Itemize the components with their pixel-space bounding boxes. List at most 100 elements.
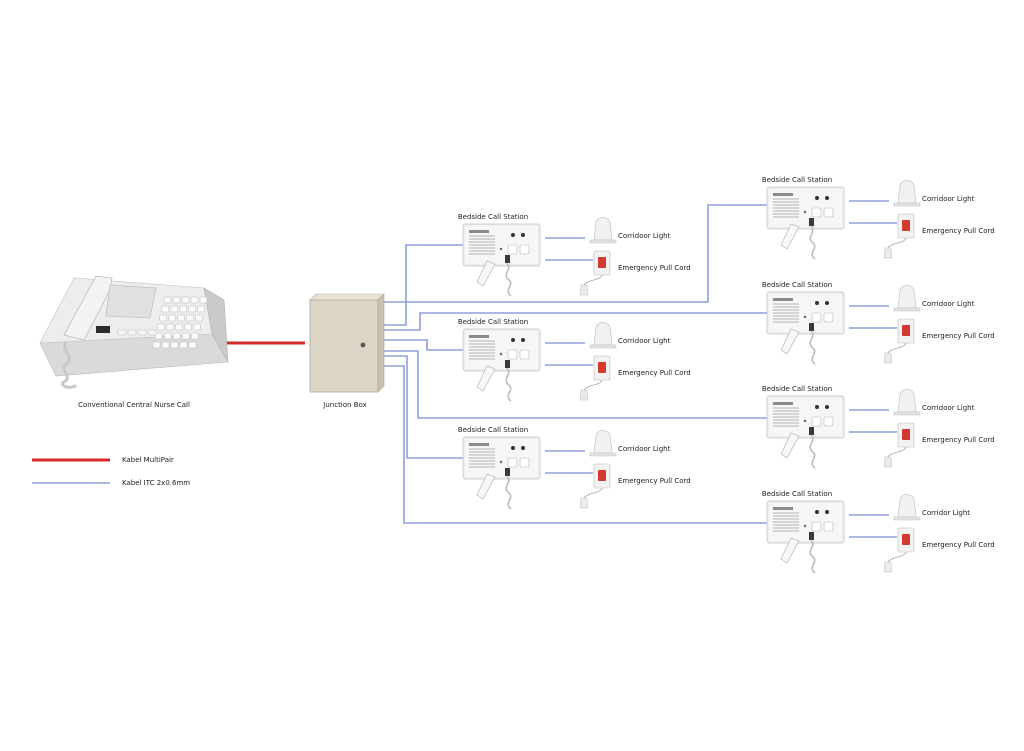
emergency-pull-cord-label: Emergency Pull Cord (618, 369, 691, 377)
corridor-light-label: Corridoor Light (922, 300, 975, 308)
station-led-icon (499, 352, 503, 356)
station-indicator-icon (815, 301, 819, 305)
corridor-light-label: Corridor Light (922, 509, 971, 517)
pull-cord-handle (579, 389, 589, 401)
junction-box-door (309, 299, 379, 393)
legend-label-itc: Kabel ITC 2x0.6mm (122, 479, 191, 487)
station-led-icon (803, 315, 807, 319)
bedside-call-station-group (766, 494, 921, 574)
station-call-button (507, 349, 518, 360)
station-coiled-cord (809, 225, 816, 260)
console-side (203, 287, 229, 363)
station-plug (809, 218, 814, 226)
console-key (181, 296, 190, 304)
corridor-light-base (893, 516, 921, 521)
bedside-station-title: Bedside Call Station (457, 426, 529, 434)
bedside-call-station-group (766, 389, 921, 469)
junction-box-label: Junction Box (323, 401, 367, 409)
station-layer (462, 180, 921, 574)
station-brand-strip (773, 193, 793, 196)
junction-box-side (377, 293, 385, 393)
station-indicator-icon (511, 338, 515, 342)
corridor-light-icon (593, 217, 613, 241)
console-key (163, 332, 172, 340)
bedside-call-station-group (766, 180, 921, 260)
corridor-light-base (589, 239, 617, 244)
central-label: Conventional Central Nurse Call (78, 401, 190, 409)
bedside-call-station-group (462, 430, 617, 510)
station-coiled-cord (505, 367, 512, 402)
console-key (170, 341, 179, 349)
emergency-pull-cord-label: Emergency Pull Cord (922, 227, 995, 235)
itc-cable (384, 204, 767, 303)
console-key (161, 305, 170, 313)
corridor-light-label: Corridoor Light (922, 404, 975, 412)
console-key (175, 323, 183, 331)
bedside-station-face (769, 398, 842, 436)
station-indicator-icon (825, 510, 829, 514)
station-coiled-cord (809, 539, 816, 574)
station-indicator-icon (815, 405, 819, 409)
station-brand-strip (469, 230, 489, 233)
console-key (163, 296, 172, 304)
console-key (190, 332, 199, 340)
corridor-light-base (893, 307, 921, 312)
bedside-station-title: Bedside Call Station (457, 318, 529, 326)
station-plug (505, 468, 510, 476)
console-display (96, 326, 110, 333)
itc-cable (384, 312, 767, 331)
itc-cable (384, 244, 463, 326)
station-led-icon (499, 460, 503, 464)
junction-box-top (309, 293, 385, 301)
bedside-station-face (769, 189, 842, 227)
station-indicator-icon (815, 510, 819, 514)
station-call-button (811, 312, 822, 323)
station-indicator-icon (825, 405, 829, 409)
station-coiled-cord (505, 475, 512, 510)
pull-cord-string (887, 342, 907, 354)
bedside-call-station-group (462, 217, 617, 297)
bedside-station-face (465, 331, 538, 369)
pull-cord-string (583, 274, 603, 286)
emergency-pull-cord-label: Emergency Pull Cord (922, 332, 995, 340)
pull-cord-handle (883, 352, 893, 364)
pull-cord-string (583, 487, 603, 499)
emergency-pull-cord-label: Emergency Pull Cord (922, 541, 995, 549)
corridor-light-base (893, 202, 921, 207)
corridor-light-icon (593, 430, 613, 454)
bedside-call-station-group (462, 322, 617, 402)
console-key (199, 296, 208, 304)
station-handset (780, 432, 800, 459)
emergency-pull-cord-label: Emergency Pull Cord (922, 436, 995, 444)
station-handset (476, 365, 496, 392)
console-key (154, 332, 163, 340)
station-indicator-icon (511, 233, 515, 237)
station-brand-strip (773, 402, 793, 405)
station-handset (476, 260, 496, 287)
legend-label-multipair: Kabel MultiPair (122, 456, 174, 464)
station-call-button (507, 244, 518, 255)
bedside-station-face (769, 294, 842, 332)
console-key (181, 332, 190, 340)
itc-cable (384, 355, 463, 459)
station-indicator-icon (825, 301, 829, 305)
station-indicator-icon (521, 446, 525, 450)
station-indicator-icon (521, 233, 525, 237)
console-key (197, 305, 206, 313)
console-key (117, 329, 127, 336)
bedside-station-face (465, 439, 538, 477)
legend-swatches (32, 458, 110, 484)
console-key (172, 332, 181, 340)
pull-cord-string (887, 446, 907, 458)
console-key (127, 329, 137, 336)
pull-cord-string (887, 551, 907, 563)
station-call-button (507, 457, 518, 468)
emergency-pull-switch (902, 534, 910, 545)
station-brand-strip (469, 335, 489, 338)
station-handset (780, 537, 800, 564)
bedside-station-title: Bedside Call Station (761, 385, 833, 393)
station-led-icon (803, 419, 807, 423)
bedside-station-title: Bedside Call Station (761, 176, 833, 184)
corridor-light-icon (897, 389, 917, 413)
console-key (159, 314, 167, 322)
